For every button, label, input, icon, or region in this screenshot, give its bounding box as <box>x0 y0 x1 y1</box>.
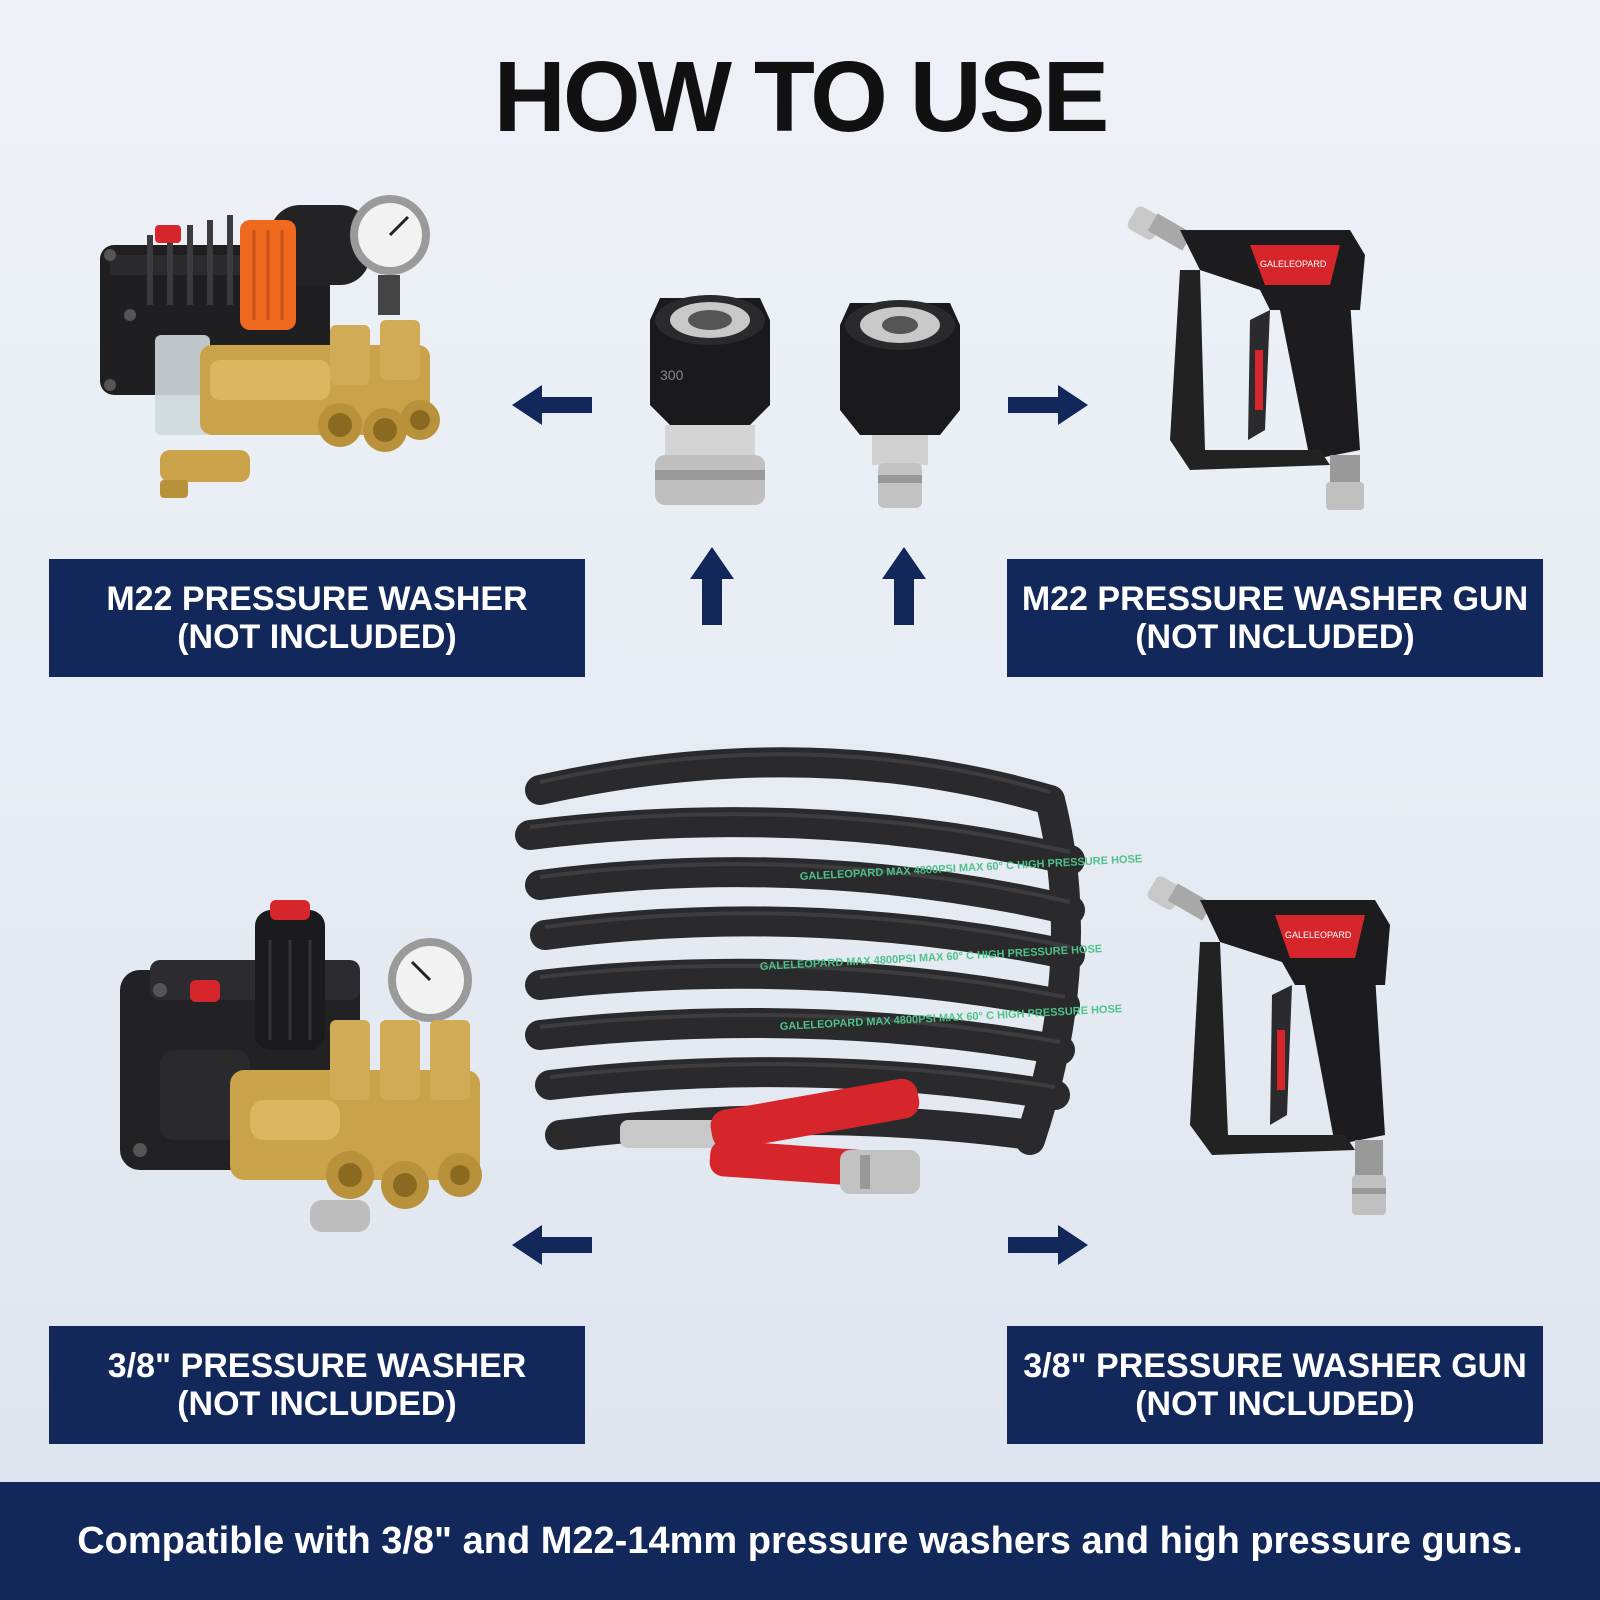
page-title: HOW TO USE <box>493 41 1110 153</box>
label-line: (NOT INCLUDED) <box>177 1385 457 1423</box>
gun-brand-text: GALELEOPARD <box>1285 930 1352 940</box>
compatibility-footer: Compatible with 3/8" and M22-14mm pressu… <box>0 1482 1600 1600</box>
gun-brand-text: GALELEOPARD <box>1260 259 1327 269</box>
arrow-up-icon <box>882 547 926 625</box>
m22-pressure-washer-label: M22 PRESSURE WASHER (NOT INCLUDED) <box>49 559 585 677</box>
m22-pump-image <box>100 195 440 498</box>
m22-spray-gun-image: GALELEOPARD <box>1127 206 1365 510</box>
adapter-mark: 300 <box>660 367 684 383</box>
3-8-pressure-washer-label: 3/8" PRESSURE WASHER (NOT INCLUDED) <box>49 1326 585 1444</box>
label-line: M22 PRESSURE WASHER GUN <box>1021 580 1529 618</box>
3-8-spray-gun-image: GALELEOPARD <box>1147 876 1390 1215</box>
label-line: (NOT INCLUDED) <box>1135 1385 1415 1423</box>
arrow-left-icon <box>512 1225 592 1265</box>
3-8-pressure-washer-gun-label: 3/8" PRESSURE WASHER GUN (NOT INCLUDED) <box>1007 1326 1543 1444</box>
m22-pressure-washer-gun-label: M22 PRESSURE WASHER GUN (NOT INCLUDED) <box>1007 559 1543 677</box>
arrow-up-icon <box>690 547 734 625</box>
m22-female-adapter-image: 300 <box>650 295 770 505</box>
label-line: 3/8" PRESSURE WASHER <box>107 1347 527 1385</box>
m22-male-adapter-image <box>840 300 960 508</box>
3-8-pump-image <box>120 900 482 1232</box>
label-line: (NOT INCLUDED) <box>177 618 457 656</box>
label-line: (NOT INCLUDED) <box>1135 618 1415 656</box>
hose-coil-image: GALELEOPARD MAX 4800PSI MAX 60° C HIGH P… <box>515 747 1143 1194</box>
arrow-right-icon <box>1008 1225 1088 1265</box>
label-line: 3/8" PRESSURE WASHER GUN <box>1023 1347 1527 1385</box>
label-line: M22 PRESSURE WASHER <box>106 580 528 618</box>
arrow-right-icon <box>1008 385 1088 425</box>
arrow-left-icon <box>512 385 592 425</box>
